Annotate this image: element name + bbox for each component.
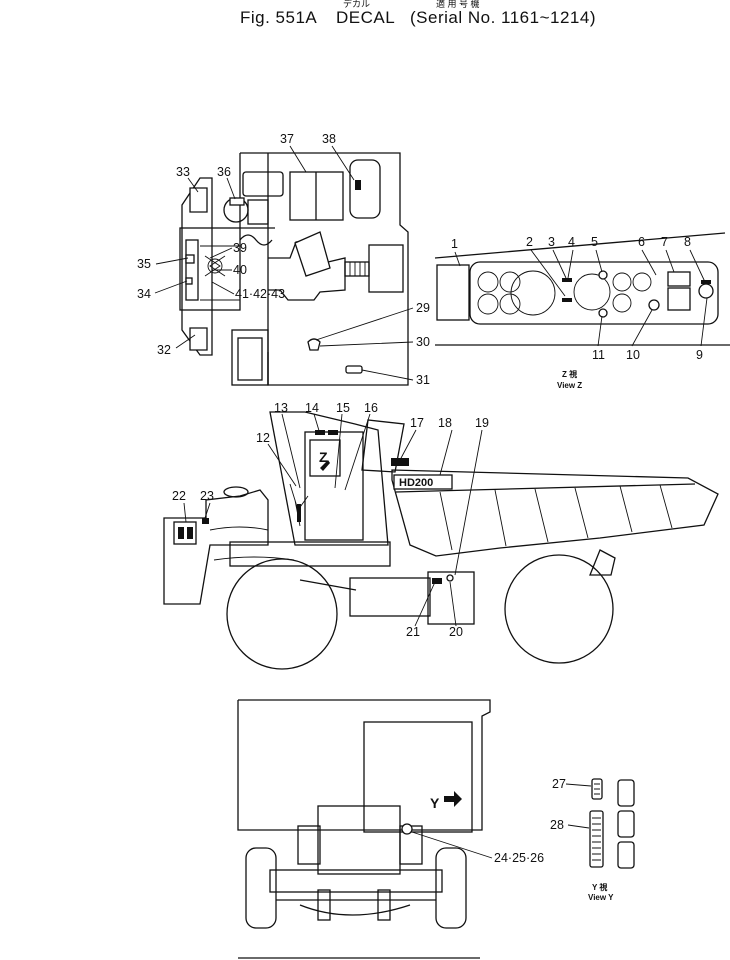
callout-29: 29	[416, 301, 430, 315]
front-view-labels: 24·25·26	[411, 831, 544, 865]
view-y-marker: Y	[430, 795, 440, 811]
callout-3: 3	[548, 235, 555, 249]
callout-39: 39	[233, 241, 247, 255]
callout-19: 19	[475, 416, 489, 430]
callout-13: 13	[274, 401, 288, 415]
callout-24-26: 24·25·26	[494, 851, 544, 865]
top-view-labels: 37 38 33 36 39 40 41·42·43 35 34 32 29 3…	[137, 132, 430, 387]
dashboard-view-z	[434, 232, 730, 346]
callout-35: 35	[137, 257, 151, 271]
callout-16: 16	[364, 401, 378, 415]
view-y-en: View Y	[588, 893, 614, 902]
serial-range-jp: 適 用 号 機	[436, 0, 480, 9]
callout-23: 23	[200, 489, 214, 503]
callout-28: 28	[550, 818, 564, 832]
callout-27: 27	[552, 777, 566, 791]
callout-21: 21	[406, 625, 420, 639]
dashboard-labels: 1 2 3 4 5 6 7 8 9 10 11 Z 視 View Z	[451, 235, 708, 390]
callout-18: 18	[438, 416, 452, 430]
hd200-badge: HD200	[399, 477, 433, 489]
view-z-jp: Z 視	[562, 369, 577, 379]
callout-41-43: 41·42·43	[235, 287, 285, 301]
callout-33: 33	[176, 165, 190, 179]
decal-sheet-view-y: 27 28 Y 視 View Y	[550, 777, 635, 902]
callout-36: 36	[217, 165, 231, 179]
callout-31: 31	[416, 373, 430, 387]
callout-8: 8	[684, 235, 691, 249]
figure-title: DECAL	[336, 8, 396, 27]
cab-top-view	[179, 152, 409, 386]
callout-11: 11	[592, 348, 605, 362]
callout-9: 9	[696, 348, 703, 362]
callout-10: 10	[626, 348, 640, 362]
callout-1: 1	[451, 237, 458, 251]
callout-22: 22	[172, 489, 186, 503]
callout-17: 17	[410, 416, 424, 430]
callout-37: 37	[280, 132, 294, 146]
callout-7: 7	[661, 235, 668, 249]
side-view-labels: 13 14 15 16 17 18 19 12 22 23 21 20	[172, 401, 489, 639]
figure-title-jp: デカル	[343, 0, 371, 9]
truck-side-view: HD200 Z	[163, 411, 719, 670]
truck-front-view: Y	[237, 699, 491, 959]
callout-15: 15	[336, 401, 350, 415]
callout-32: 32	[157, 343, 171, 357]
figure-number: Fig. 551A	[240, 8, 318, 27]
callout-6: 6	[638, 235, 645, 249]
callout-2: 2	[526, 235, 533, 249]
callout-12: 12	[256, 431, 270, 445]
callout-38: 38	[322, 132, 336, 146]
serial-range: (Serial No. 1161~1214)	[410, 8, 596, 27]
callout-4: 4	[568, 235, 575, 249]
view-y-jp: Y 視	[592, 882, 607, 892]
callout-30: 30	[416, 335, 430, 349]
figure-header: Fig. 551A DECAL デカル (Serial No. 1161~121…	[0, 0, 730, 40]
callout-34: 34	[137, 287, 151, 301]
view-z-en: View Z	[557, 381, 582, 390]
callout-20: 20	[449, 625, 463, 639]
callout-14: 14	[305, 401, 319, 415]
callout-40: 40	[233, 263, 247, 277]
view-z-marker: Z	[319, 449, 328, 465]
callout-5: 5	[591, 235, 598, 249]
